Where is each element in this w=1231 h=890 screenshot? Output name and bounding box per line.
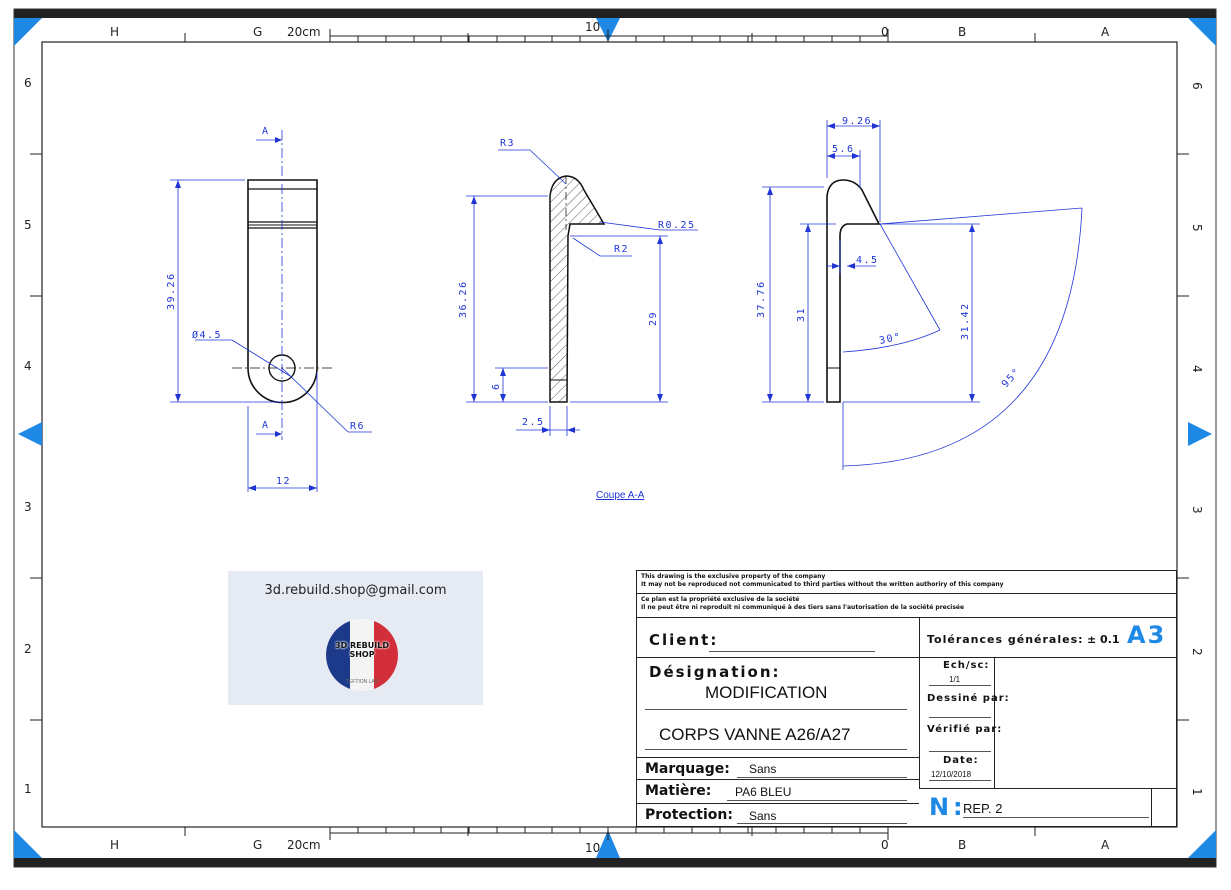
dim-front-height: 39.26 (166, 272, 177, 310)
dim-front-width: 12 (276, 476, 291, 487)
notice-en-line1: This drawing is the exclusive property o… (641, 573, 826, 580)
notice-fr-line1: Ce plan est la propriété exclusive de la… (641, 596, 800, 603)
corner-mark-tr (1188, 18, 1216, 46)
zone-row-4-right: 4 (1190, 365, 1204, 373)
material-value: PA6 BLEU (735, 785, 792, 799)
dim-side-top2: 5.6 (832, 144, 855, 155)
scale-label-10-bottom: 10 (585, 841, 600, 855)
zone-row-1-right: 1 (1190, 788, 1204, 796)
dim-front-hole: Ø4.5 (192, 329, 222, 341)
zone-col-h-bottom: H (110, 838, 119, 852)
marking-label: Marquage: (645, 761, 730, 777)
corner-mark-tl (14, 18, 42, 46)
section-caption: Coupe A-A (596, 490, 645, 501)
scale-label-20cm-top: 20cm (287, 25, 321, 39)
scale-label: Ech/sc: (943, 660, 990, 671)
zone-row-2-left: 2 (24, 642, 32, 656)
zone-col-a-top: A (1101, 25, 1110, 39)
material-label: Matière: (645, 783, 712, 799)
side-view: 9.26 5.6 4.5 37.76 31 31.42 30° 95° (756, 116, 1083, 470)
zone-col-b-top: B (958, 25, 966, 39)
dim-side-height: 37.76 (756, 280, 767, 318)
notice-fr-line2: Il ne peut être ni reproduit ni communiq… (641, 604, 965, 611)
zone-col-g-bottom: G (253, 838, 262, 852)
zone-row-6-left: 6 (24, 76, 32, 90)
contact-email: 3d.rebuild.shop@gmail.com (264, 583, 447, 598)
zone-col-a-bottom: A (1101, 838, 1110, 852)
dim-side-h31: 31 (796, 307, 807, 322)
checked-by-label: Vérifié par: (927, 724, 1003, 735)
scale-label-20cm-bottom: 20cm (287, 838, 321, 852)
number-value: REP. 2 (963, 801, 1003, 816)
center-arrow-right (1188, 422, 1212, 446)
scale-label-10-top: 10 (585, 20, 600, 34)
top-border-bar (14, 9, 1216, 18)
dim-side-gap: 4.5 (856, 255, 879, 266)
center-arrow-bottom (596, 830, 620, 858)
designation-line2: CORPS VANNE A26/A27 (659, 725, 851, 744)
scale-label-0-bottom: 0 (881, 838, 889, 852)
zone-row-5-left: 5 (24, 218, 32, 232)
tolerance-label: Tolérances générales: (927, 633, 1084, 646)
scale-label-0-top: 0 (881, 25, 889, 39)
scale-ruler-top (329, 29, 889, 42)
number-label: N (929, 793, 950, 821)
dim-section-thickness: 2.5 (522, 417, 545, 428)
dim-section-height: 36.26 (458, 280, 469, 318)
dim-side-angle30: 30° (878, 331, 902, 346)
section-view: R3 R0.25 R2 36.26 29 6 2.5 Coupe A-A (458, 138, 698, 501)
dim-section-base: 6 (491, 382, 502, 390)
dim-section-r3: R3 (500, 138, 515, 149)
zone-row-3-left: 3 (24, 500, 32, 514)
number-colon: : (953, 793, 963, 821)
zone-row-3-right: 3 (1190, 506, 1204, 514)
corner-mark-bl (14, 830, 42, 858)
client-label: Client: (649, 631, 719, 649)
corner-mark-br (1188, 830, 1216, 858)
dim-section-inner: 29 (648, 311, 659, 326)
protection-value: Sans (749, 809, 777, 823)
designation-label: Désignation: (649, 663, 781, 681)
logo-tagline: TEFTION LAB (345, 679, 379, 685)
tolerance-value: ± 0.1 (1087, 633, 1120, 646)
zone-row-6-right: 6 (1190, 82, 1204, 90)
dim-section-r2: R2 (614, 244, 629, 255)
marking-value: Sans (749, 762, 777, 776)
title-block: This drawing is the exclusive property o… (636, 570, 1177, 827)
zone-row-1-left: 1 (24, 782, 32, 796)
date-label: Date: (943, 755, 979, 766)
date-value: 12/10/2018 (931, 770, 972, 779)
zone-col-g-top: G (253, 25, 262, 39)
drawn-by-label: Dessiné par: (927, 693, 1010, 704)
logo-card: 3d.rebuild.shop@gmail.com 3D REBUILD SHO… (228, 571, 483, 705)
zone-col-b-bottom: B (958, 838, 966, 852)
designation-line1: MODIFICATION (705, 683, 828, 702)
section-mark-top: A (262, 126, 270, 137)
zone-row-4-left: 4 (24, 359, 32, 373)
sheet-format: A3 (1127, 621, 1167, 649)
notice-en-line2: It may not be reproduced not communicate… (641, 581, 1004, 588)
zone-row-5-right: 5 (1190, 224, 1204, 232)
logo-title: 3D REBUILD SHOP (335, 641, 389, 659)
scale-ruler-bottom (329, 827, 889, 840)
dim-side-h3142: 31.42 (960, 302, 971, 340)
dim-side-top: 9.26 (842, 116, 872, 127)
zone-row-2-right: 2 (1190, 648, 1204, 656)
brand-logo: 3D REBUILD SHOP TEFTION LAB (326, 619, 398, 691)
protection-label: Protection: (645, 807, 733, 823)
scale-value: 1/1 (949, 675, 961, 684)
center-arrow-left (18, 422, 42, 446)
dim-section-r025: R0.25 (658, 220, 696, 231)
front-view: 39.26 Ø4.5 12 R6 A A (166, 126, 372, 492)
zone-col-h-top: H (110, 25, 119, 39)
bottom-border-bar (14, 858, 1216, 867)
section-mark-bottom: A (262, 420, 270, 431)
dim-front-radius: R6 (350, 421, 365, 432)
